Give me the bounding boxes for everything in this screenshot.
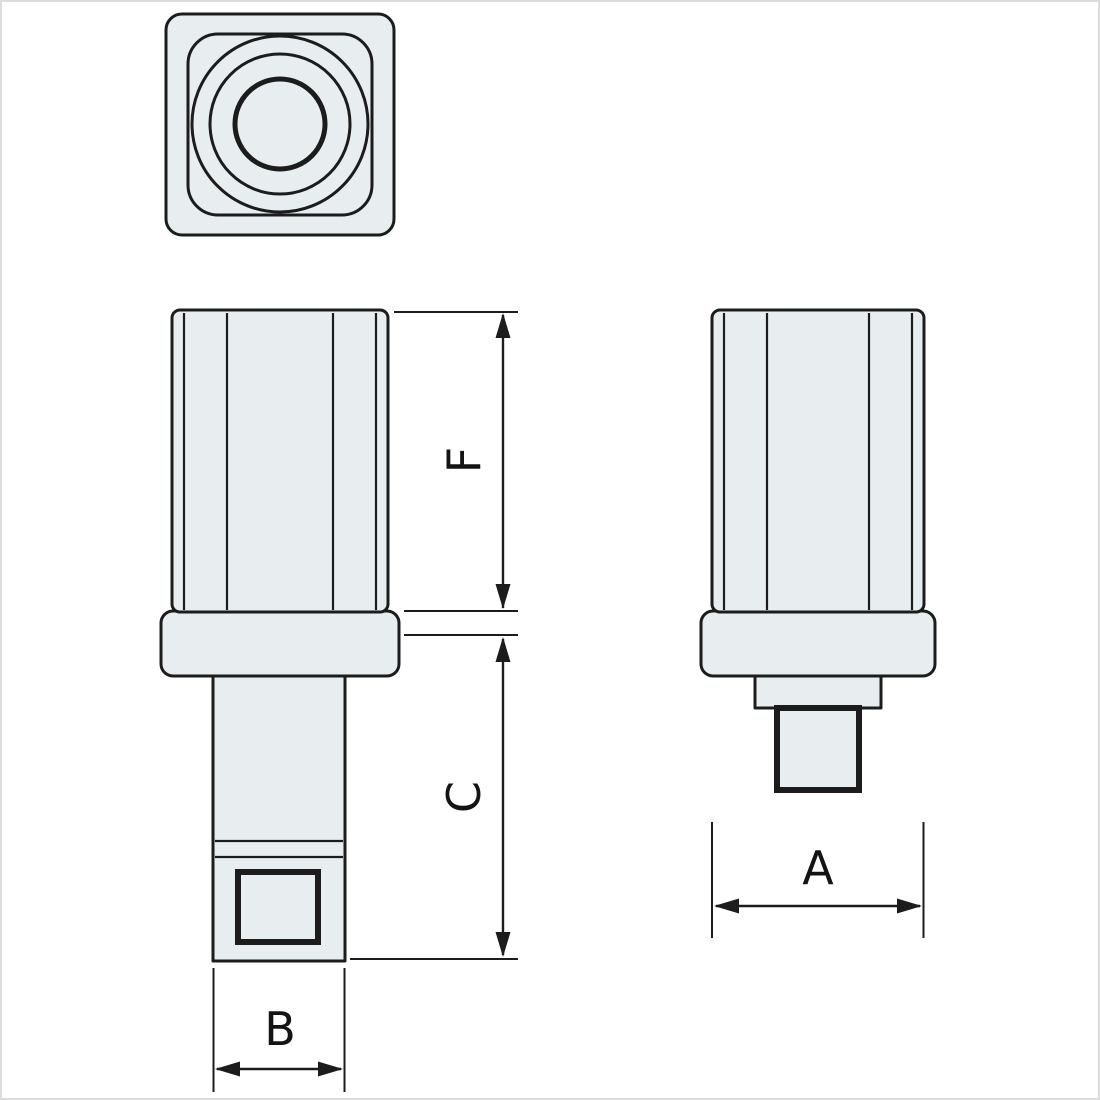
dim-A-label: A xyxy=(802,841,834,895)
dim-B-arrow-right-icon xyxy=(318,1061,343,1077)
front-view xyxy=(159,308,401,963)
side-drive-stem xyxy=(753,674,883,710)
dimension-F: F xyxy=(394,311,518,612)
dim-B-arrow-left-icon xyxy=(215,1061,240,1077)
dim-C-arrow-up-icon xyxy=(495,637,511,662)
top-view xyxy=(164,12,396,237)
front-collar xyxy=(159,609,401,678)
side-square-drive xyxy=(774,705,862,793)
front-body xyxy=(170,308,390,614)
dim-F-label: F xyxy=(437,447,491,473)
dimension-A: A xyxy=(711,822,925,938)
front-square-drive xyxy=(235,869,321,945)
dim-F-arrow-down-icon xyxy=(495,584,511,609)
top-view-bore-circle xyxy=(232,76,328,172)
dimension-B: B xyxy=(212,968,346,1092)
dim-C-label: C xyxy=(437,781,491,813)
side-collar xyxy=(699,609,937,678)
dim-A-arrow-left-icon xyxy=(714,898,739,914)
dim-C-arrow-down-icon xyxy=(495,932,511,957)
side-view xyxy=(699,308,937,793)
dim-A-arrow-right-icon xyxy=(897,898,922,914)
dim-B-label: B xyxy=(264,1002,296,1056)
dim-F-arrow-up-icon xyxy=(495,313,511,338)
front-shaft xyxy=(211,674,347,963)
dimension-C: C xyxy=(350,634,518,960)
side-body xyxy=(710,308,926,614)
